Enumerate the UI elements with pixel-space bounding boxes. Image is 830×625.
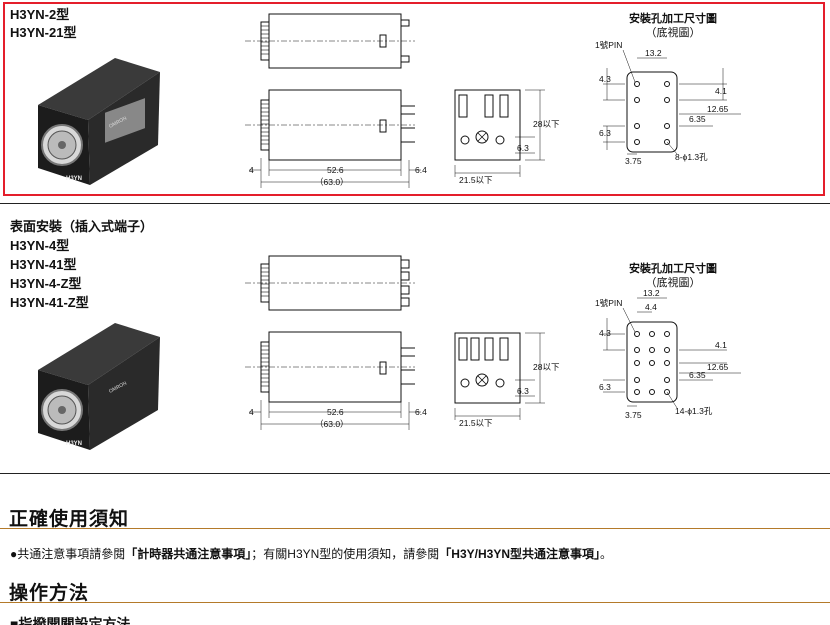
model-name: H3YN-2型 — [10, 7, 70, 22]
front-view-drawing: 28以下 6.3 21.5以下 — [454, 332, 560, 428]
dim-label: 28以下 — [533, 119, 560, 129]
dim-label: 8-ϕ1.3孔 — [675, 152, 708, 162]
section-heading: 表面安裝（插入式端子） — [10, 219, 154, 234]
model-name: H3YN-4-Z型 — [10, 276, 82, 291]
dim-label: 6.35 — [689, 370, 706, 380]
highlight-frame — [3, 2, 825, 196]
note-text: 共通注意事項請參閱 — [17, 547, 126, 561]
model-name: H3YN-4型 — [10, 238, 70, 253]
dim-label: （63.0） — [315, 177, 349, 187]
dim-label: 4.3 — [599, 74, 611, 84]
dim-label: 6.3 — [599, 382, 611, 392]
front-view-drawing: 28以下 6.3 21.5以下 — [454, 89, 560, 185]
note-text: 。 — [600, 547, 613, 561]
title-rule — [0, 528, 830, 529]
dim-label: 6.4 — [415, 165, 427, 175]
dim-label: 14-ϕ1.3孔 — [675, 406, 713, 416]
mounting-hole-diagram: 13.2 4.4 1號PIN 4.3 4.1 12.65 6.35 6.3 3.… — [595, 288, 741, 420]
side-view-drawing: 4 52.6 6.4 （63.0） — [245, 13, 427, 188]
dim-label: 4 — [249, 407, 254, 417]
usage-title: 正確使用須知 — [9, 509, 130, 530]
dim-label: 12.65 — [707, 104, 729, 114]
usage-note: ●共通注意事項請參閱「計時器共通注意事項」；有關H3YN型的使用須知，請參閱「H… — [10, 545, 612, 562]
note-reference: 「H3Y/H3YN型共通注意事項」 — [439, 547, 600, 561]
mounting-hole-diagram: 13.2 1號PIN 4.3 4.1 12.65 6.35 6.3 3.75 8… — [595, 40, 741, 166]
section-divider — [0, 203, 830, 204]
dim-label: 4.4 — [645, 302, 657, 312]
dim-label: 1號PIN — [595, 40, 622, 50]
note-reference: 「計時器共通注意事項」 — [125, 547, 252, 561]
product-illustration: H3YN OMRON — [38, 58, 160, 185]
product-label-model: H3YN — [66, 441, 82, 447]
dim-label: 21.5以下 — [459, 418, 493, 428]
side-view-drawing: 4 52.6 6.4 （63.0） — [245, 255, 427, 430]
dim-label: 4.3 — [599, 328, 611, 338]
dim-label: （63.0） — [315, 419, 349, 429]
dim-label: 13.2 — [643, 288, 660, 298]
dim-label: 12.65 — [707, 362, 729, 372]
product-illustration: H3YN OMRON — [38, 323, 160, 450]
dim-label: 6.35 — [689, 114, 706, 124]
dim-label: 13.2 — [645, 48, 662, 58]
dim-label: 6.3 — [517, 386, 529, 396]
mount-subtitle: （底視圖） — [645, 27, 701, 39]
bullet-icon: ● — [10, 547, 18, 561]
dim-label: 3.75 — [625, 410, 642, 420]
mount-title: 安裝孔加工尺寸圖 — [629, 263, 717, 275]
dim-label: 6.3 — [517, 143, 529, 153]
operation-subheading: ■指撥開關設定方法 — [10, 616, 131, 625]
model-name: H3YN-41型 — [10, 257, 77, 272]
mount-title: 安裝孔加工尺寸圖 — [629, 13, 717, 25]
model-name: H3YN-21型 — [10, 25, 77, 40]
dim-label: 52.6 — [327, 165, 344, 175]
dim-label: 21.5以下 — [459, 175, 493, 185]
dim-label: 4.1 — [715, 340, 727, 350]
product-label-model: H3YN — [66, 176, 82, 182]
mount-subtitle: （底視圖） — [645, 277, 701, 289]
dim-label: 6.4 — [415, 407, 427, 417]
dim-label: 4 — [249, 165, 254, 175]
dim-label: 6.3 — [599, 128, 611, 138]
title-rule — [0, 602, 830, 603]
note-text: ；有關H3YN型的使用須知，請參閱 — [251, 547, 440, 561]
section-divider — [0, 473, 830, 474]
dim-label: 52.6 — [327, 407, 344, 417]
dim-label: 1號PIN — [595, 298, 622, 308]
operation-title: 操作方法 — [9, 583, 90, 604]
dim-label: 4.1 — [715, 86, 727, 96]
dim-label: 28以下 — [533, 362, 560, 372]
model-name: H3YN-41-Z型 — [10, 295, 89, 310]
dim-label: 3.75 — [625, 156, 642, 166]
